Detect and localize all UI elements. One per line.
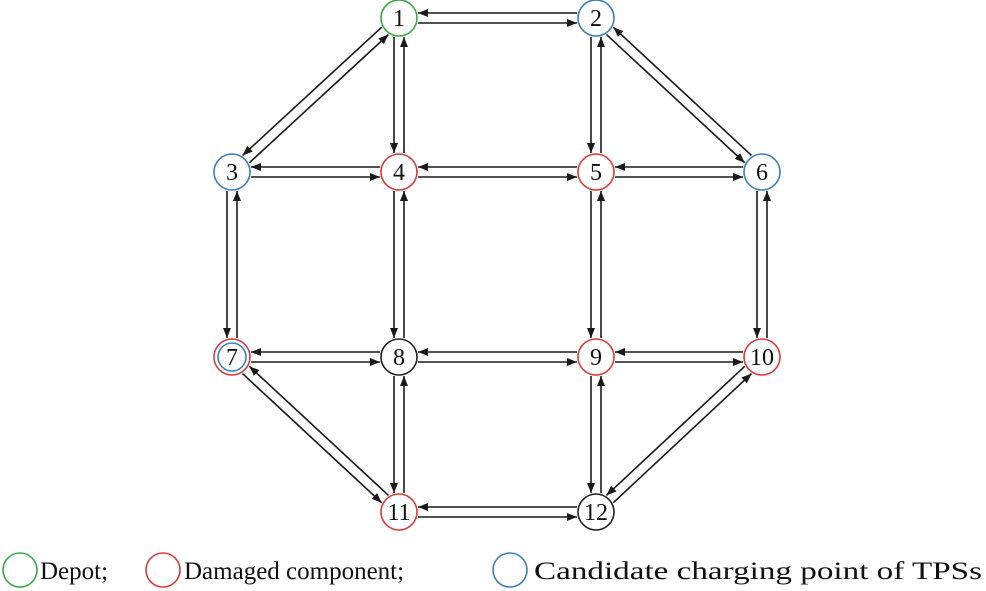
node-2-circle (577, 0, 615, 37)
node-10: 10 (743, 338, 781, 376)
node-5-circle (577, 153, 615, 191)
edge-6-to-2 (612, 26, 753, 156)
node-1-label: 1 (393, 6, 405, 32)
node-10-circle (743, 338, 781, 376)
node-6: 6 (743, 153, 781, 191)
node-5-label: 5 (590, 160, 602, 186)
node-4: 4 (380, 153, 418, 191)
legend-charging-label: Candidate charging point of TPSs (534, 558, 982, 585)
node-9: 9 (577, 338, 615, 376)
node-12-label: 12 (584, 500, 608, 526)
node-2: 2 (577, 0, 615, 37)
legend-charging-circle (492, 552, 528, 588)
node-4-label: 4 (393, 160, 405, 186)
node-3-circle (213, 153, 251, 191)
node-7: 7 (213, 338, 251, 376)
legend-damaged-circle (145, 552, 181, 588)
legend-depot-label: Depot; (40, 558, 108, 585)
node-8-label: 8 (393, 345, 405, 371)
node-8: 8 (380, 338, 418, 376)
node-6-label: 6 (756, 160, 768, 186)
node-11-label: 11 (387, 500, 410, 526)
node-5: 5 (577, 153, 615, 191)
node-1: 1 (380, 0, 418, 37)
node-11-circle (380, 493, 418, 531)
edge-2-to-6 (605, 34, 746, 164)
edge-1-to-3 (242, 26, 383, 157)
legend-damaged-label: Damaged component; (184, 558, 404, 585)
node-7-inner-circle (217, 342, 247, 372)
node-10-label: 10 (750, 345, 774, 371)
legend-item-depot: Depot; (2, 552, 108, 588)
edge-10-to-12 (605, 365, 746, 496)
edges-layer (223, 9, 771, 521)
legend-depot-circle (2, 552, 38, 588)
node-1-circle (380, 0, 418, 37)
legend-item-damaged: Damaged component; (145, 552, 404, 588)
node-9-label: 9 (590, 345, 602, 371)
node-3: 3 (213, 153, 251, 191)
node-11: 11 (380, 493, 418, 531)
node-9-circle (577, 338, 615, 376)
edge-11-to-7 (248, 365, 390, 496)
node-2-label: 2 (590, 6, 602, 32)
node-4-circle (380, 153, 418, 191)
node-8-circle (380, 338, 418, 376)
node-7-label: 7 (226, 345, 238, 371)
node-3-label: 3 (226, 160, 238, 186)
node-12-circle (577, 493, 615, 531)
edge-3-to-1 (248, 33, 389, 164)
node-6-circle (743, 153, 781, 191)
node-7-circle (213, 338, 251, 376)
legend: Depot; Damaged component; Candidate char… (2, 552, 982, 588)
legend-item-charging: Candidate charging point of TPSs (492, 552, 982, 588)
edge-12-to-10 (612, 373, 753, 504)
edge-7-to-11 (241, 373, 383, 504)
node-12: 12 (577, 493, 615, 531)
